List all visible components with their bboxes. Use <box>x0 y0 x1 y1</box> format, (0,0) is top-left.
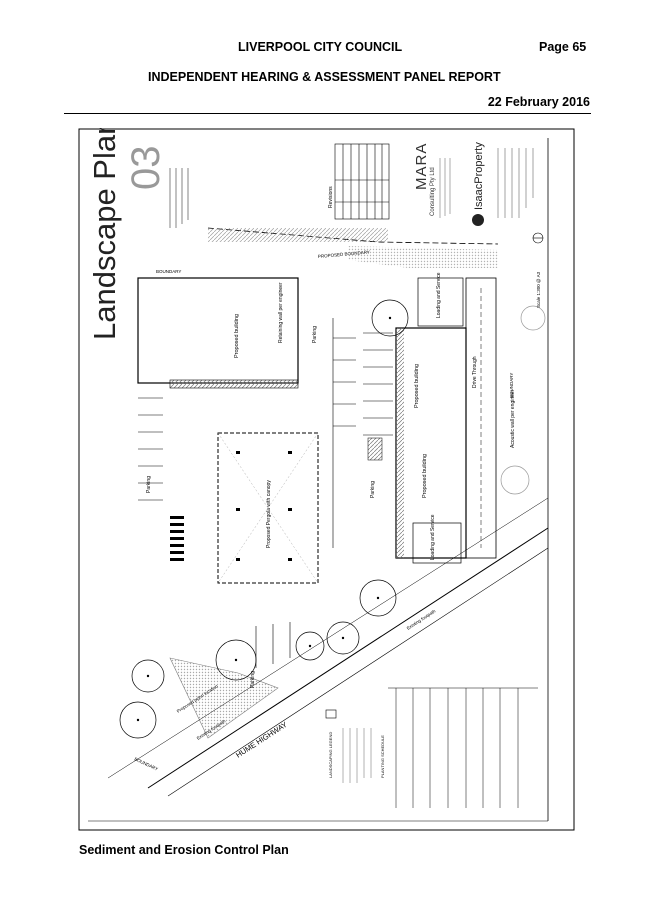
planting-schedule-table <box>388 687 538 808</box>
revisions-table <box>334 143 390 220</box>
pergola-area <box>217 432 319 584</box>
footpath-label-2: Existing footpath <box>406 608 437 631</box>
landscape-legend-box <box>325 709 337 719</box>
header-rule <box>64 113 591 114</box>
building-right-label-1: Proposed building <box>414 364 420 408</box>
council-name: LIVERPOOL CITY COUNCIL <box>238 40 403 54</box>
isaac-logo: IsaacProperty <box>473 142 485 210</box>
loading-area-top <box>417 277 464 327</box>
landscape-plan-drawing: Landscape Plan 03 Revisions MARA Consult… <box>78 128 575 831</box>
parking-bays-right <box>363 332 393 436</box>
sheet-border <box>78 128 575 831</box>
parking-bays-left <box>138 397 163 501</box>
tree-centres <box>136 316 392 722</box>
drive-through-lane <box>465 277 497 559</box>
boundary-label-top: BOUNDARY <box>156 269 181 274</box>
scale-label: Scale 1:300 @ A3 <box>536 271 541 308</box>
mara-sub: Consulting Pty Ltd <box>430 167 436 216</box>
proposed-building-left <box>137 277 299 384</box>
parking-bays-entry <box>255 622 291 668</box>
acoustic-wall-label: Acoustic wall per engineer <box>510 389 516 448</box>
planter-hatched <box>367 437 383 461</box>
loading-label-top: Loading and Service <box>436 272 442 318</box>
loading-area-bottom <box>412 522 462 564</box>
trees <box>119 299 546 739</box>
north-arrow-icon <box>532 232 544 244</box>
plan-title: Landscape Plan <box>87 128 122 340</box>
highway-edge-2 <box>167 547 549 797</box>
pergola-label: Proposed Pergola with canopy <box>266 480 272 548</box>
highway-edge-3 <box>107 497 549 779</box>
adjacent-site-dots <box>348 246 498 268</box>
parking-label-left: Parking <box>146 476 152 493</box>
page-number: Page 65 <box>539 40 587 54</box>
plan-number: 03 <box>124 146 168 191</box>
parking-label-right: Parking <box>370 481 376 498</box>
boundary-label-bottom: BOUNDARY <box>134 756 159 771</box>
proposed-boundary-label: PROPOSED BOUNDARY <box>318 249 370 259</box>
highway-label: HUME HIGHWAY <box>234 720 289 760</box>
report-title: INDEPENDENT HEARING & ASSESSMENT PANEL R… <box>148 70 501 84</box>
retaining-wall-label: Retaining wall per engineer <box>278 282 284 343</box>
mara-details <box>439 158 451 218</box>
highway-edge-1 <box>147 527 549 789</box>
pedestrian-crossing <box>170 516 184 561</box>
figure-caption: Sediment and Erosion Control Plan <box>79 843 289 857</box>
report-date: 22 February 2016 <box>487 95 590 109</box>
adjacent-site-hatch <box>208 228 388 242</box>
mara-logo: MARA <box>413 143 430 190</box>
entry-planting <box>169 657 279 739</box>
parking-label-entry: Parking <box>250 671 256 688</box>
isaac-logo-icon <box>472 214 484 226</box>
drive-through-label: Drive Through <box>472 356 478 388</box>
boundary-label-right: BOUNDARY <box>509 373 514 398</box>
planting-schedule-label: PLANTING SCHEDULE <box>380 735 385 778</box>
revisions-label: Revisions <box>328 186 334 208</box>
pergola-lights <box>236 451 292 561</box>
building-right-label-2: Proposed building <box>422 454 428 498</box>
legend-notes <box>342 728 372 783</box>
building-left-label: Proposed building <box>234 314 240 358</box>
project-info <box>497 148 534 218</box>
loading-label-bottom: Loading and Service <box>430 514 436 560</box>
landscape-legend-label: LANDSCAPING LEGEND <box>328 732 333 778</box>
parking-bays-centre <box>332 318 356 548</box>
parking-label-centre: Parking <box>312 326 318 343</box>
drawing-notes <box>169 168 189 228</box>
